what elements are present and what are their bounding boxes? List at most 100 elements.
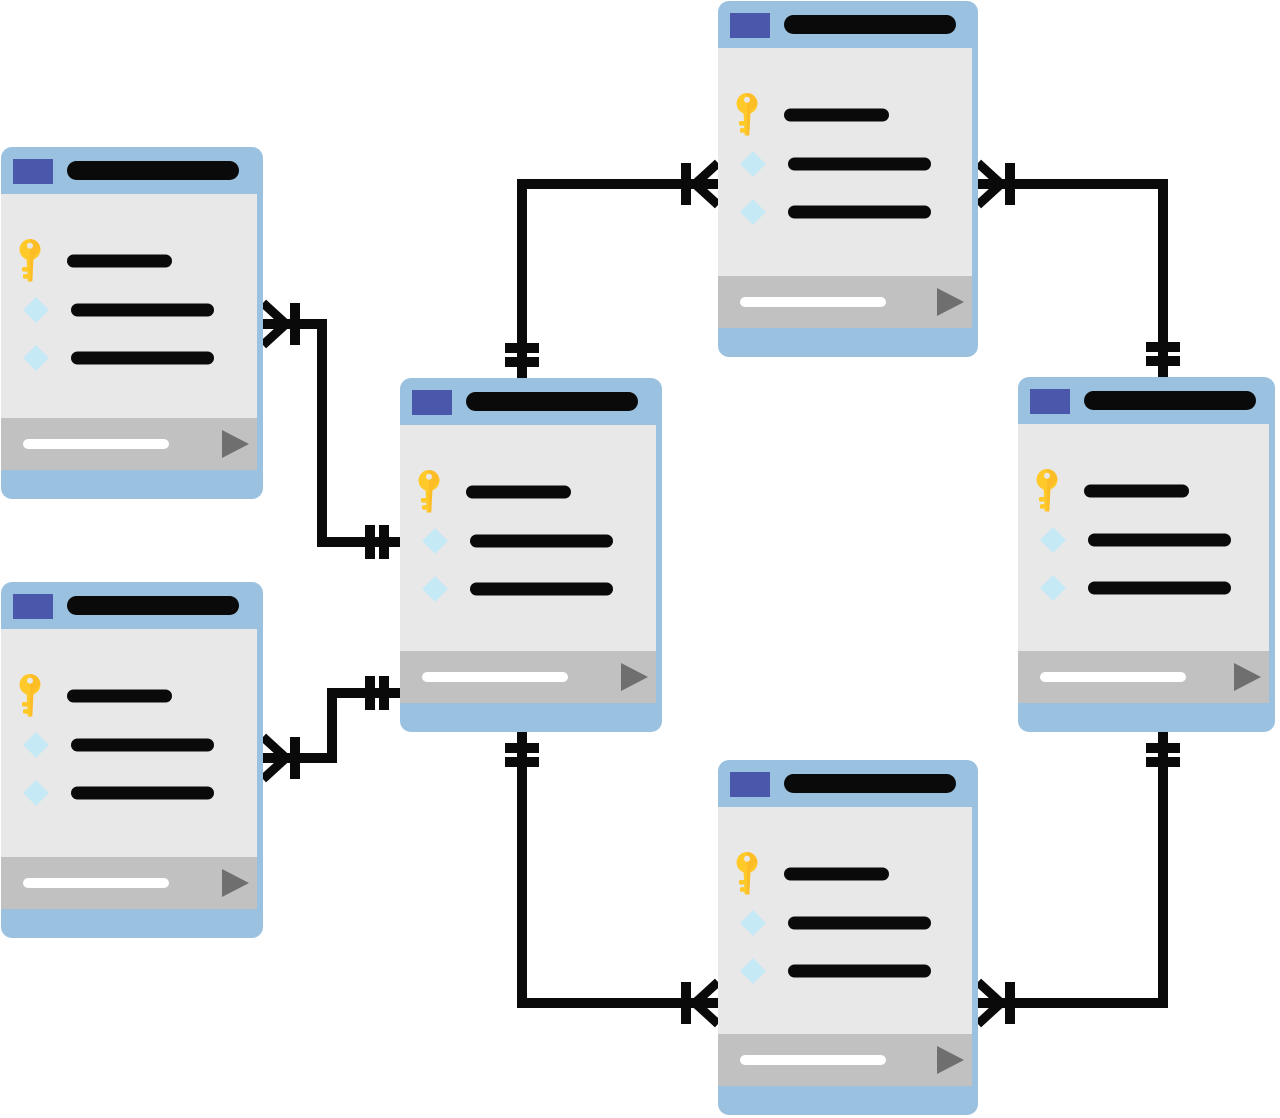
attribute-field-row	[1, 335, 257, 381]
db-table-card-left-bottom[interactable]	[1, 582, 263, 938]
relationship-line-e4	[978, 179, 1168, 377]
attribute-diamond-icon	[740, 958, 766, 984]
table-title-placeholder	[1084, 391, 1256, 410]
relationship-e3-to-exactly-one-tick-1	[505, 357, 539, 367]
db-table-card-bottom-center[interactable]	[718, 760, 978, 1115]
primary-key-icon	[736, 852, 758, 895]
expand-play-icon[interactable]	[621, 663, 648, 691]
attribute-diamond-icon	[740, 199, 766, 225]
relationship-e4-from-one-tick-marker	[1005, 163, 1015, 205]
relationship-e1-from-one-tick-marker	[290, 303, 300, 345]
db-table-card-top-center[interactable]	[718, 1, 978, 357]
table-type-icon	[730, 13, 770, 38]
field-name-placeholder	[466, 485, 571, 499]
attribute-field-row	[400, 566, 656, 612]
relationship-e6-from-one-tick-marker	[1005, 982, 1015, 1024]
attribute-field-row	[718, 141, 972, 187]
footer-scrollbar-placeholder	[422, 672, 568, 682]
footer-scrollbar-placeholder	[740, 1055, 886, 1065]
relationship-e6-to-exactly-one-tick-2	[1146, 757, 1180, 767]
relationship-e6-from-crow-foot-many-marker	[974, 978, 1008, 1028]
table-title-placeholder	[466, 392, 638, 411]
field-name-placeholder	[788, 205, 931, 219]
attribute-diamond-icon	[422, 528, 448, 554]
primary-key-field-row	[718, 851, 972, 897]
primary-key-icon	[19, 239, 41, 282]
relationship-e4-to-exactly-one-tick-1	[1146, 356, 1180, 366]
footer-scrollbar-placeholder	[23, 878, 169, 888]
attribute-field-row	[400, 518, 656, 564]
field-name-placeholder	[470, 582, 613, 596]
relationship-e5-to-one-tick-marker	[681, 982, 691, 1024]
relationship-line-e6	[978, 732, 1168, 1008]
field-name-placeholder	[71, 303, 214, 317]
table-footer	[400, 651, 656, 703]
footer-scrollbar-placeholder	[740, 297, 886, 307]
relationship-e2-from-crow-foot-many-marker	[259, 733, 293, 783]
primary-key-field-row	[1018, 468, 1269, 514]
table-type-icon	[412, 390, 452, 415]
footer-scrollbar-placeholder	[1040, 672, 1186, 682]
primary-key-icon	[418, 470, 440, 513]
primary-key-field-row	[1, 238, 257, 284]
attribute-diamond-icon	[740, 910, 766, 936]
attribute-diamond-icon	[422, 576, 448, 602]
relationship-e3-to-exactly-one-tick-2	[505, 343, 539, 353]
primary-key-icon	[19, 674, 41, 717]
db-table-card-left-top[interactable]	[1, 147, 263, 499]
primary-key-icon	[1036, 469, 1058, 512]
attribute-field-row	[718, 900, 972, 946]
relationship-line-e1	[263, 319, 400, 547]
field-name-placeholder	[788, 157, 931, 171]
expand-play-icon[interactable]	[1234, 663, 1261, 691]
relationship-e5-from-exactly-one-tick-1	[505, 743, 539, 753]
relationship-e2-to-exactly-one-tick-1	[379, 676, 389, 710]
attribute-field-row	[1, 287, 257, 333]
field-name-placeholder	[470, 534, 613, 548]
table-title-placeholder	[784, 774, 956, 793]
relationship-e2-to-exactly-one-tick-2	[365, 676, 375, 710]
relationship-e2-from-one-tick-marker	[290, 737, 300, 779]
attribute-field-row	[718, 948, 972, 994]
db-table-card-center[interactable]	[400, 378, 662, 732]
relationship-e3-from-one-tick-marker	[681, 163, 691, 205]
table-type-icon	[1030, 389, 1070, 414]
primary-key-field-row	[1, 673, 257, 719]
relationship-e6-to-exactly-one-tick-1	[1146, 743, 1180, 753]
attribute-field-row	[1018, 517, 1269, 563]
field-name-placeholder	[788, 916, 931, 930]
attribute-diamond-icon	[23, 297, 49, 323]
expand-play-icon[interactable]	[222, 869, 249, 897]
primary-key-field-row	[718, 92, 972, 138]
field-name-placeholder	[1088, 533, 1231, 547]
attribute-field-row	[1, 722, 257, 768]
db-table-card-right[interactable]	[1018, 377, 1275, 732]
relationship-e4-from-crow-foot-many-marker	[974, 159, 1008, 209]
expand-play-icon[interactable]	[937, 1046, 964, 1074]
attribute-field-row	[718, 189, 972, 235]
table-type-icon	[13, 594, 53, 619]
attribute-diamond-icon	[23, 345, 49, 371]
attribute-diamond-icon	[23, 780, 49, 806]
field-name-placeholder	[71, 786, 214, 800]
expand-play-icon[interactable]	[937, 288, 964, 316]
table-footer	[1, 857, 257, 909]
primary-key-icon	[736, 93, 758, 136]
table-footer	[1018, 651, 1269, 703]
relationship-e5-from-exactly-one-tick-2	[505, 757, 539, 767]
table-type-icon	[13, 159, 53, 184]
footer-scrollbar-placeholder	[23, 439, 169, 449]
relationship-e1-to-exactly-one-tick-1	[379, 525, 389, 559]
field-name-placeholder	[1084, 484, 1189, 498]
table-footer	[1, 418, 257, 470]
field-name-placeholder	[784, 867, 889, 881]
attribute-field-row	[1, 770, 257, 816]
attribute-diamond-icon	[1040, 527, 1066, 553]
relationship-line-e5	[517, 732, 718, 1008]
attribute-diamond-icon	[740, 151, 766, 177]
field-name-placeholder	[67, 254, 172, 268]
relationship-e4-to-exactly-one-tick-2	[1146, 342, 1180, 352]
table-title-placeholder	[67, 596, 239, 615]
expand-play-icon[interactable]	[222, 430, 249, 458]
